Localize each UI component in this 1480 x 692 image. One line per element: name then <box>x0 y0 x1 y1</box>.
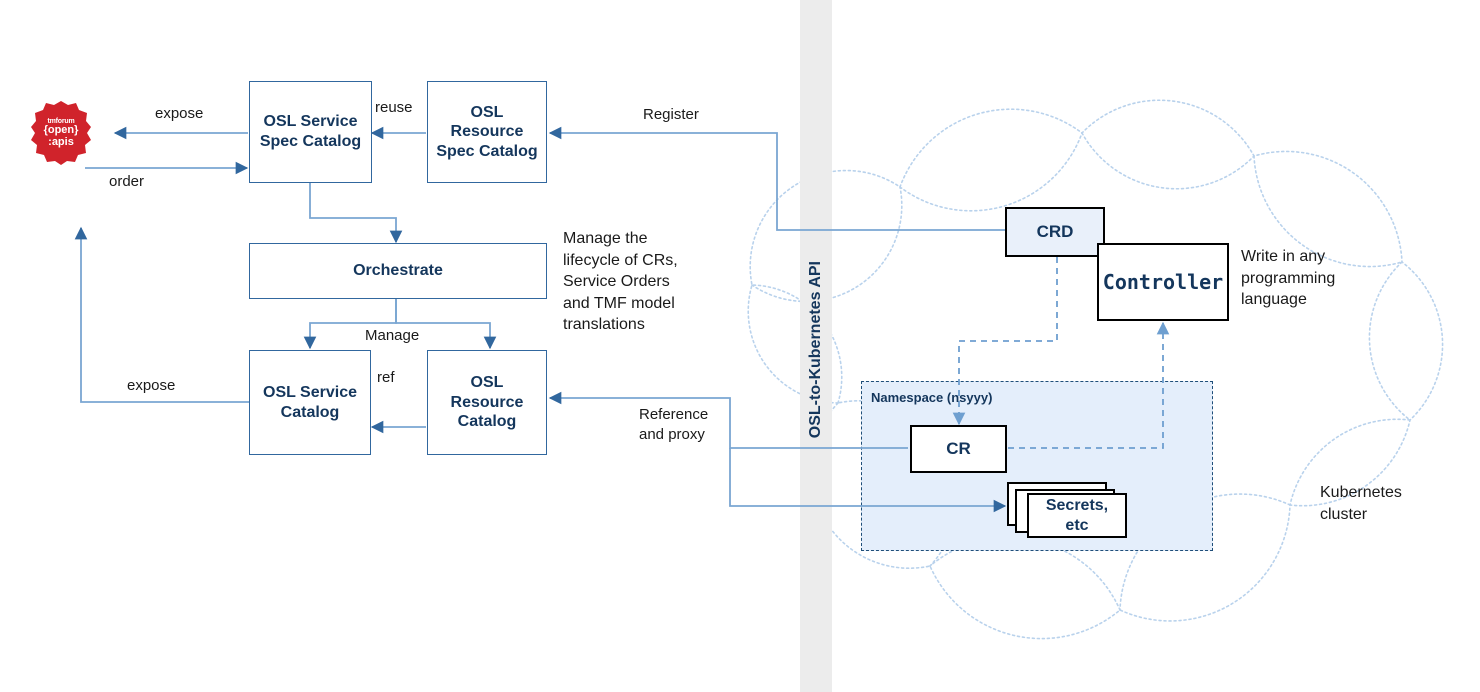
edge-register <box>548 126 1005 231</box>
badge-seal-icon <box>31 101 91 165</box>
label-register: Register <box>643 106 699 123</box>
label-order: order <box>109 173 145 190</box>
box-osl-resource-spec-catalog-label: OSL Resource Spec Catalog <box>436 103 538 160</box>
namespace-label: Namespace (nsyyy) <box>871 390 993 405</box>
edge-reference-cr <box>548 391 908 449</box>
label-reuse: reuse <box>375 99 413 116</box>
box-osl-resource-spec-catalog[interactable]: OSL Resource Spec Catalog <box>427 81 547 183</box>
edge-reference-secrets <box>729 448 1007 513</box>
box-controller[interactable]: Controller <box>1097 243 1229 321</box>
box-secrets-label: Secrets, etc <box>1045 496 1109 534</box>
label-ref: ref <box>377 369 395 386</box>
osl-to-kubernetes-api-label: OSL-to-Kubernetes API <box>800 240 832 460</box>
edge-expose-bottom <box>74 226 249 403</box>
box-osl-service-spec-catalog-label: OSL Service Spec Catalog <box>259 113 362 150</box>
api-band-text: OSL-to-Kubernetes API <box>807 261 824 439</box>
box-osl-resource-catalog-label: OSL Resource Catalog <box>450 374 524 431</box>
box-osl-service-catalog-label: OSL Service Catalog <box>263 383 357 421</box>
box-osl-resource-catalog[interactable]: OSL Resource Catalog <box>427 350 547 455</box>
box-orchestrate[interactable]: Orchestrate <box>249 243 547 299</box>
box-orchestrate-label: Orchestrate <box>353 262 443 280</box>
box-osl-service-spec-catalog[interactable]: OSL Service Spec Catalog <box>249 81 372 183</box>
box-crd-label: CRD <box>1036 222 1074 241</box>
edge-spec-to-orchestrate <box>309 183 403 244</box>
annotation-cluster-note: Kubernetes cluster <box>1320 484 1402 523</box>
edge-manage-right <box>395 299 497 350</box>
annotation-orchestrate-note: Manage the lifecycle of CRs, Service Ord… <box>563 230 678 334</box>
edge-cr-to-controller <box>1008 321 1170 449</box>
label-expose-bottom: expose <box>127 377 176 394</box>
edge-crd-to-cr <box>952 257 1058 426</box>
label-manage: Manage <box>365 327 420 344</box>
box-osl-service-catalog[interactable]: OSL Service Catalog <box>249 350 371 455</box>
box-controller-label: Controller <box>1102 270 1224 294</box>
box-crd[interactable]: CRD <box>1005 207 1105 257</box>
annotation-controller-note: Write in any programming language <box>1241 248 1336 309</box>
box-cr-label: CR <box>946 439 971 458</box>
label-expose-top: expose <box>155 105 204 122</box>
box-secrets[interactable]: Secrets, etc <box>1027 493 1127 538</box>
osl-to-kubernetes-api-band <box>800 0 832 692</box>
label-reference-and-proxy: Reference and proxy <box>639 406 709 444</box>
tmforum-open-apis-badge: tmforum {open} :apis <box>30 100 92 166</box>
box-cr[interactable]: CR <box>910 425 1007 473</box>
